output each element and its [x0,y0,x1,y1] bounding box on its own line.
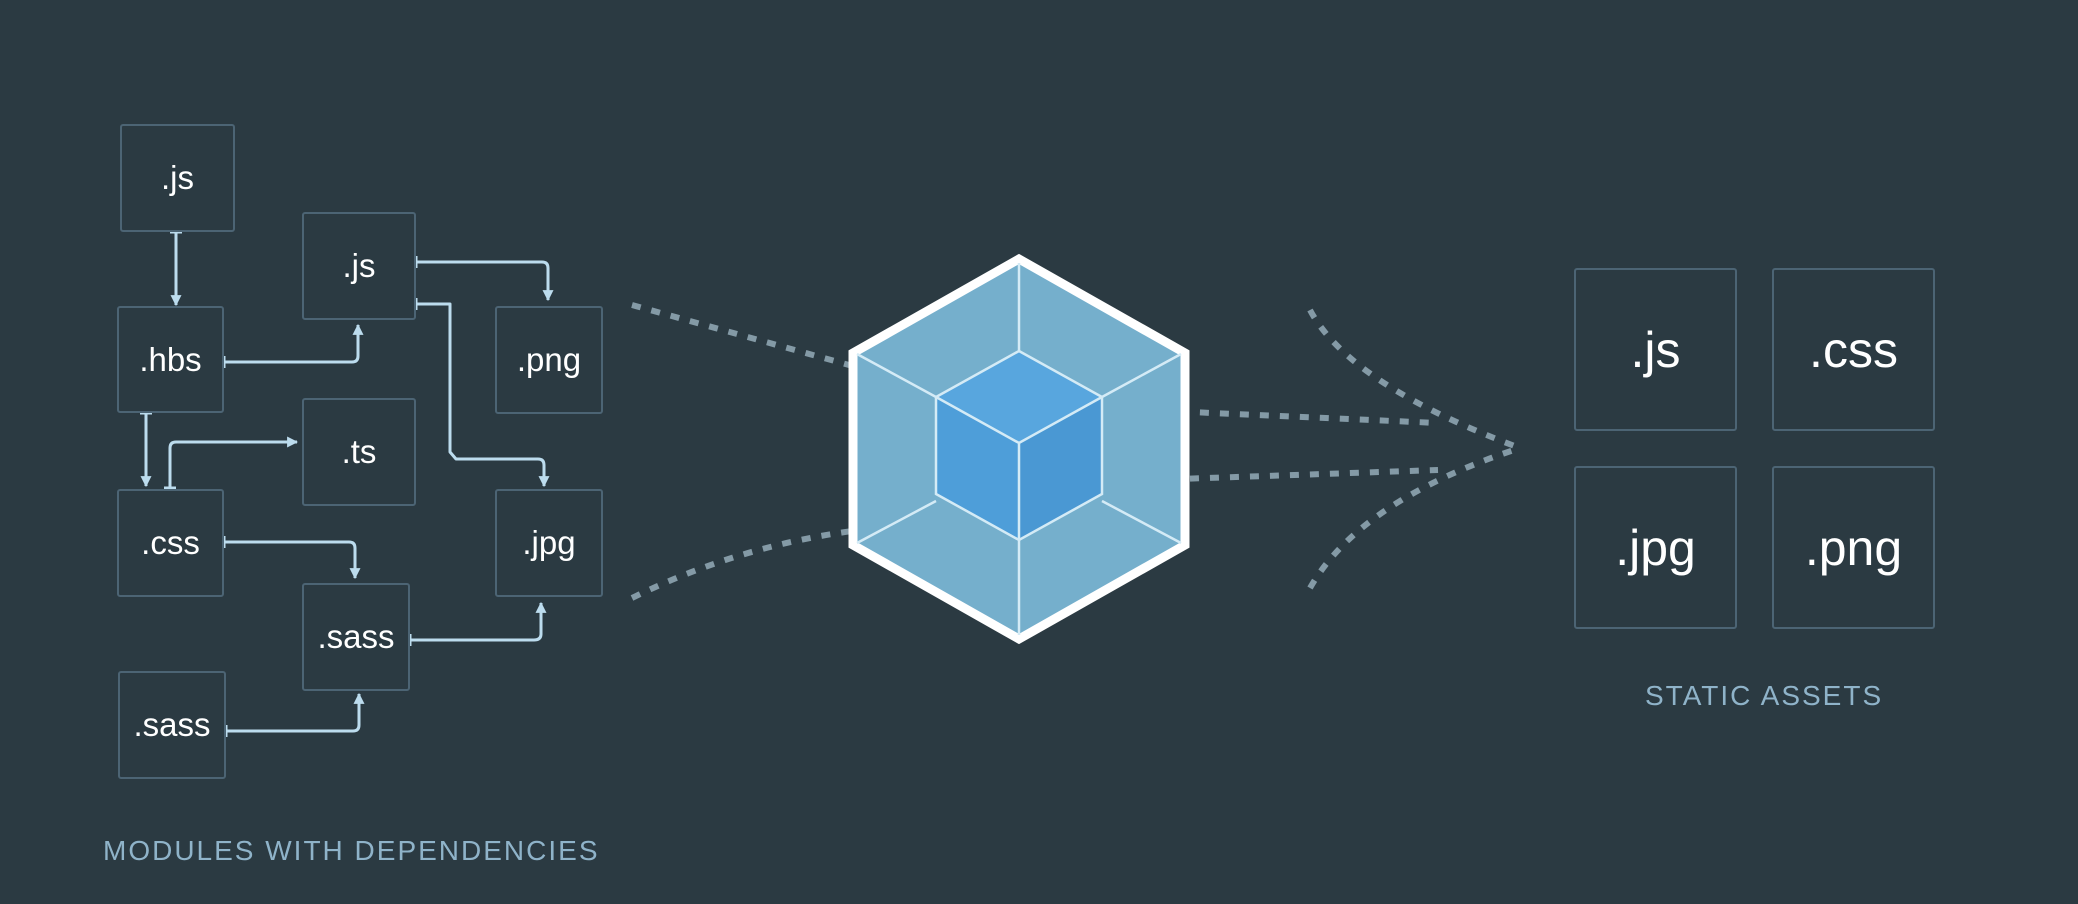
arrow-js-to-jpg [416,302,550,488]
asset-label: .js [1630,321,1681,378]
module-box: .hbs [117,306,224,413]
assets-caption: STATIC ASSETS [1645,680,1884,711]
asset-box: .js [1574,268,1737,431]
module-label: .jpg [522,524,576,561]
module-label: .js [342,247,376,284]
asset-box: .jpg [1574,466,1737,629]
arrow-css-to-ts [168,436,299,488]
module-box: .jpg [495,489,603,597]
asset-box: .css [1772,268,1935,431]
webpack-cube-icon [848,253,1190,645]
module-box: .js [302,212,416,320]
module-label: .hbs [139,340,202,378]
arrow-hbs-to-js [224,323,364,364]
arrow-css-to-sass [224,540,361,580]
module-box: .js [120,124,235,232]
arrow-tails [140,230,418,737]
flow-out-upper [1307,308,1522,451]
asset-label: .jpg [1615,519,1696,576]
module-box: .sass [118,671,226,779]
module-label: .sass [133,706,211,743]
module-label: .js [161,159,194,196]
module-box: .css [117,489,224,597]
module-box: .sass [302,583,410,691]
asset-label: .css [1809,321,1898,378]
module-label: .ts [341,433,377,470]
flow-through-bottom [1149,467,1439,483]
arrow-js-to-png [416,260,554,302]
module-box: .png [495,306,603,414]
modules-caption: MODULES WITH DEPENDENCIES [103,835,600,866]
arrow-sass-to-sass [226,692,365,733]
module-box: .ts [302,398,416,506]
dependency-arrows [140,232,554,733]
module-label: .png [516,341,582,378]
arrow-sass-to-jpg [410,601,547,642]
flow-in-bottom [630,527,861,601]
flow-out-lower [1307,445,1521,590]
module-label: .sass [317,618,395,655]
flow-dotted-lines [630,302,1522,601]
flow-in-top [631,302,861,371]
module-label: .css [141,524,200,561]
asset-box: .png [1772,466,1935,629]
flow-through-top [1099,405,1439,426]
asset-label: .png [1804,519,1903,576]
